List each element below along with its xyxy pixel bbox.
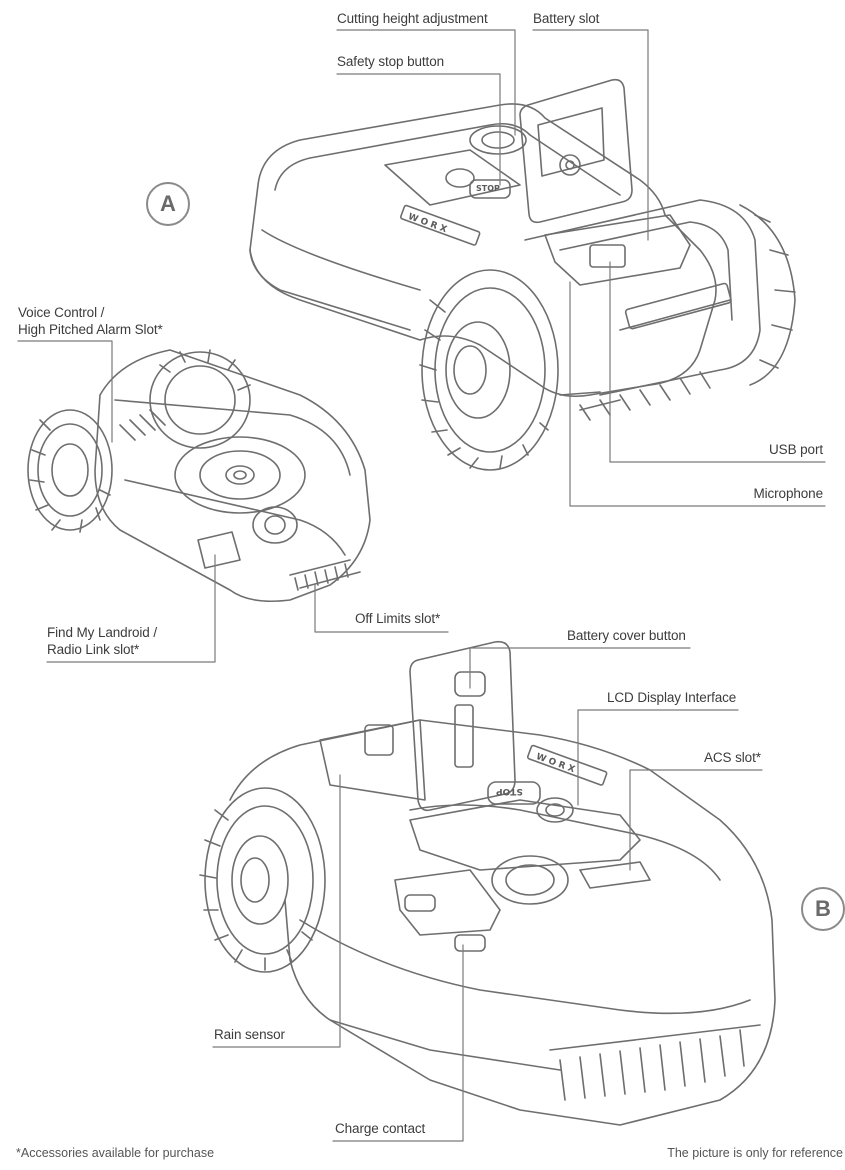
leader-cutting-height	[336, 29, 516, 136]
leader-voice-control	[17, 340, 113, 443]
leader-microphone	[569, 281, 826, 507]
leader-acs	[629, 769, 763, 871]
label-voice-control-line2: High Pitched Alarm Slot*	[18, 322, 163, 337]
label-safety-stop: Safety stop button	[337, 54, 445, 69]
label-charge-contact: Charge contact	[335, 1121, 426, 1136]
label-battery-cover: Battery cover button	[567, 628, 686, 643]
leader-usb-port	[609, 261, 826, 463]
label-battery-slot: Battery slot	[533, 11, 600, 26]
leader-battery-cover	[469, 647, 691, 689]
label-off-limits: Off Limits slot*	[355, 611, 441, 626]
leader-off-limits	[314, 584, 449, 633]
label-microphone: Microphone	[753, 486, 823, 501]
view-b-badge: B	[801, 887, 845, 931]
leader-find-my	[46, 554, 216, 663]
stop-button-mark-top: STOP	[476, 184, 500, 193]
mower-front-view	[199, 640, 776, 1126]
label-rain-sensor: Rain sensor	[214, 1027, 285, 1042]
leader-lcd	[577, 709, 739, 806]
leader-safety-stop	[336, 73, 501, 186]
leader-charge-contact	[332, 944, 464, 1142]
footnote-accessories: *Accessories available for purchase	[16, 1146, 215, 1160]
footnote-reference: The picture is only for reference	[667, 1146, 843, 1160]
label-cutting-height: Cutting height adjustment	[337, 11, 488, 26]
label-acs-slot: ACS slot*	[704, 750, 761, 765]
label-lcd-display: LCD Display Interface	[607, 690, 737, 705]
leader-rain-sensor	[212, 774, 341, 1048]
leader-lines	[17, 29, 826, 1142]
label-usb-port: USB port	[769, 442, 823, 457]
leader-battery-slot	[532, 29, 649, 241]
view-a-badge: A	[146, 182, 190, 226]
label-find-my-line2: Radio Link slot*	[47, 642, 140, 657]
stop-button-mark-bottom: STOP	[496, 786, 523, 796]
mower-underside-view	[27, 349, 371, 603]
label-find-my-line1: Find My Landroid /	[47, 625, 158, 640]
label-voice-control-line1: Voice Control /	[18, 305, 105, 320]
mower-top-view	[249, 78, 796, 471]
